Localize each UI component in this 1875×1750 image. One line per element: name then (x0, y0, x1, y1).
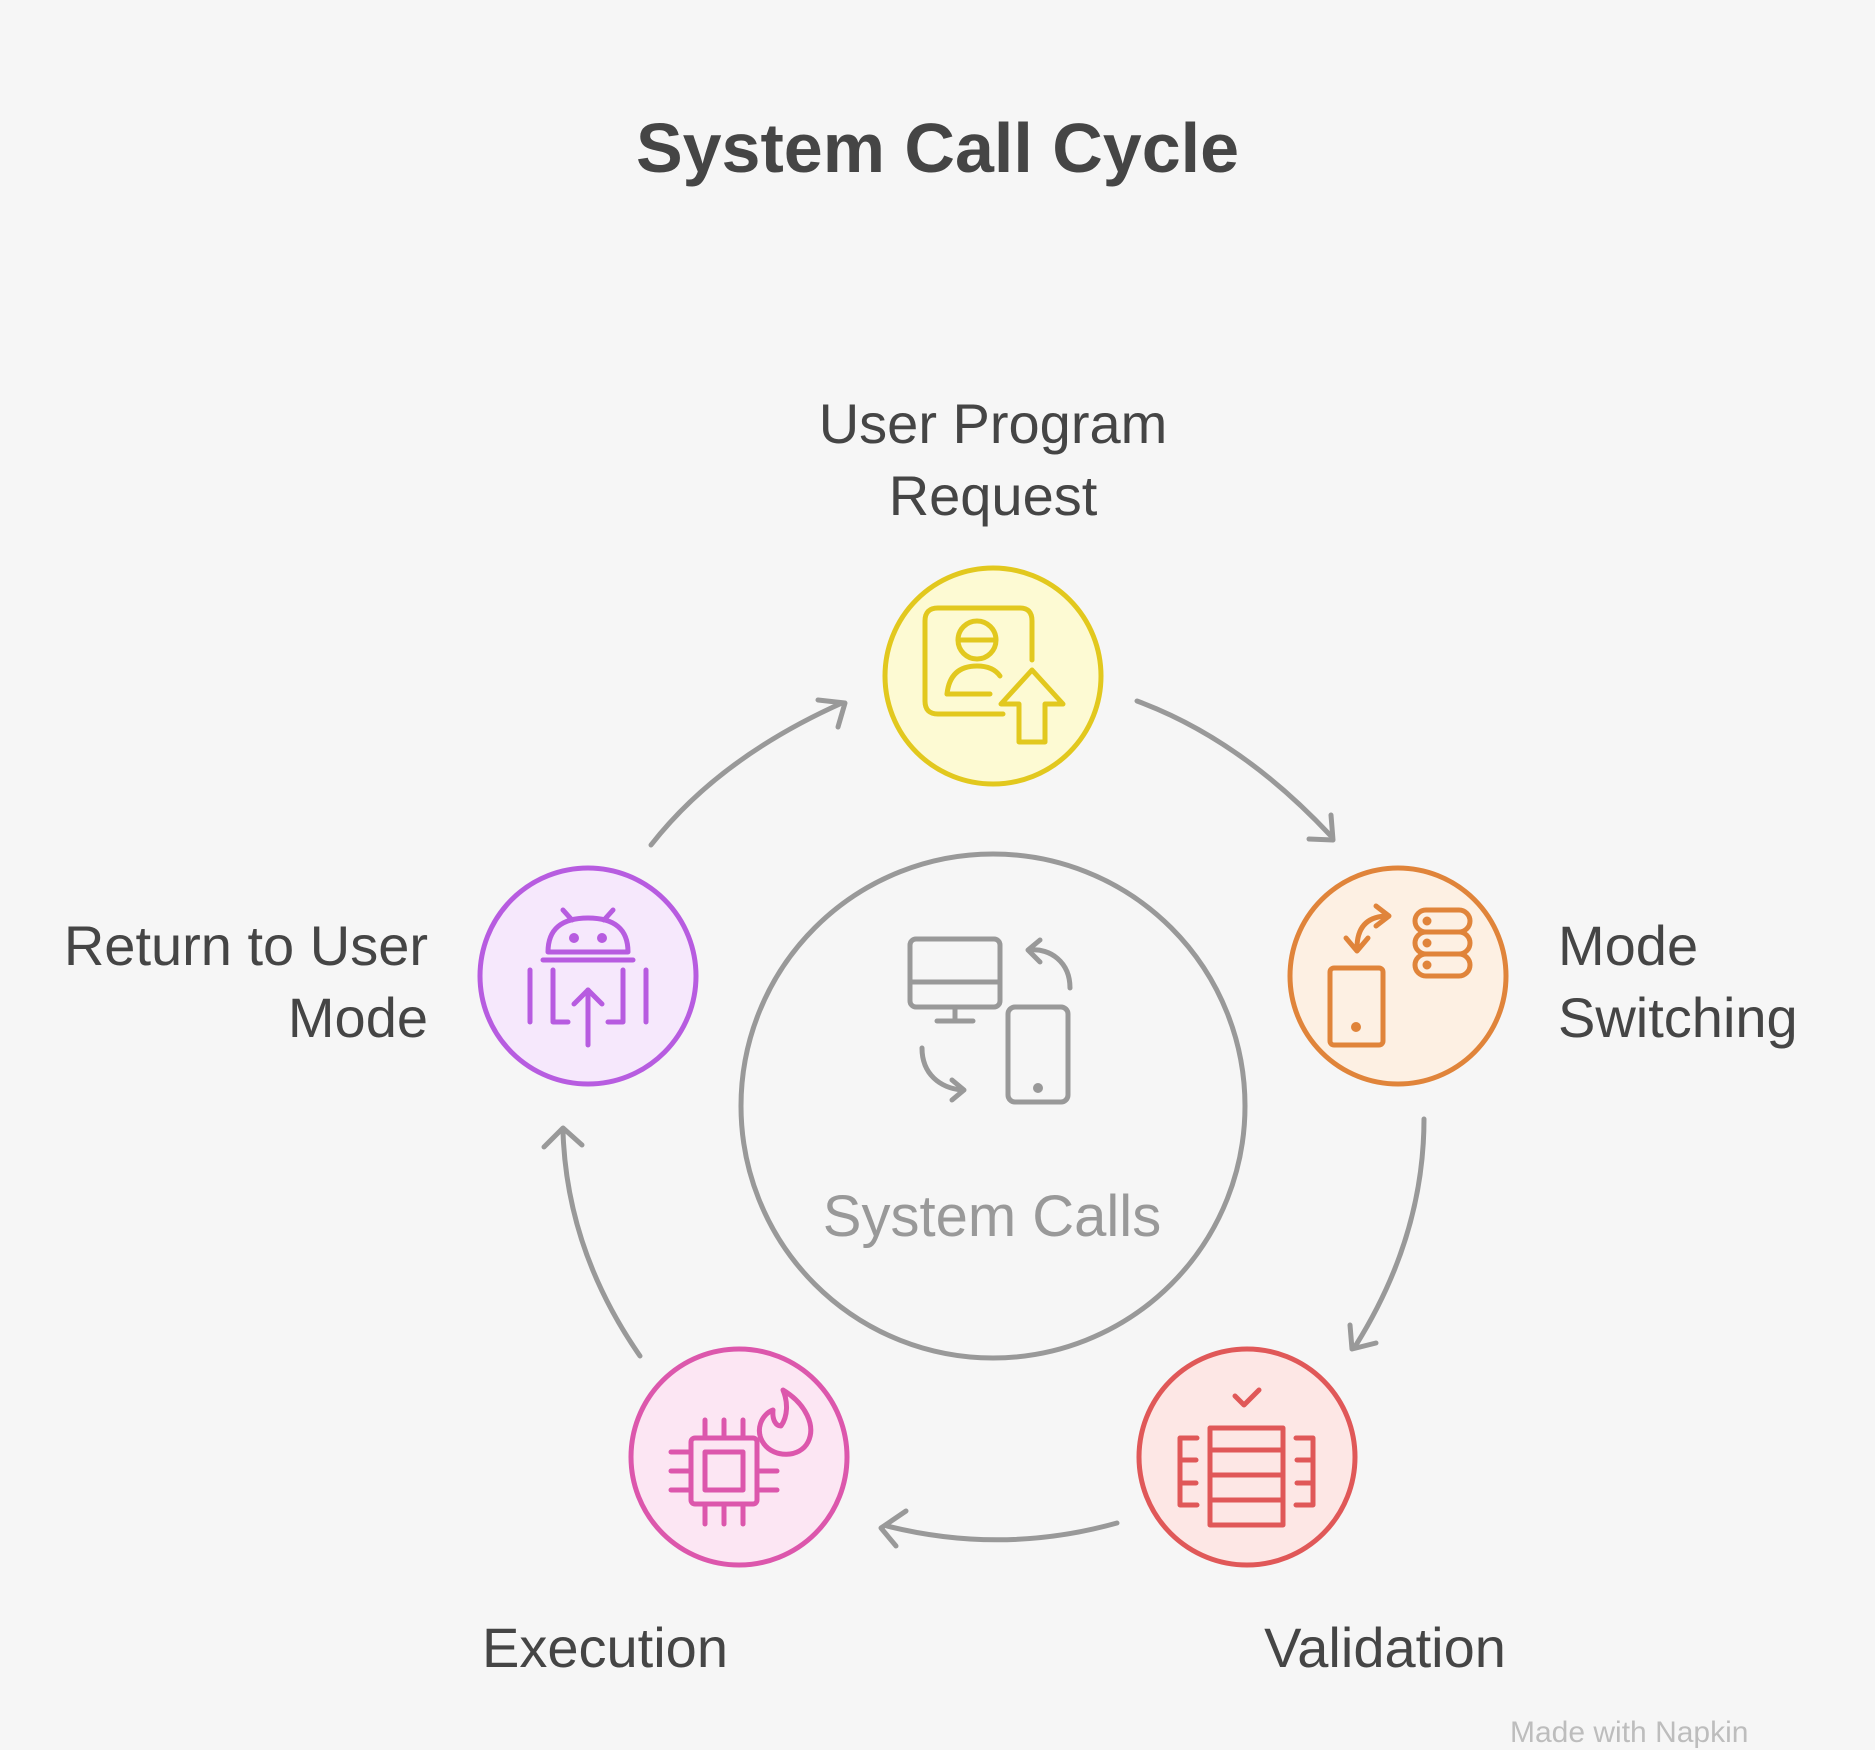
watermark: Made with Napkin (1510, 1716, 1749, 1749)
arrow-execution-to-return (541, 1125, 643, 1359)
step-mode-switching-node (1287, 865, 1509, 1087)
cpu-flame-icon (668, 1387, 814, 1527)
step-label-user-program-request: User Program Request (818, 392, 1168, 527)
android-upload-icon (527, 907, 649, 1048)
computer-phone-sync-icon (907, 936, 1073, 1105)
step-user-program-request-node (882, 565, 1104, 787)
center-label: System Calls (822, 1184, 1162, 1249)
step-label-execution: Execution (482, 1616, 728, 1679)
arrow-request-to-mode (1134, 698, 1336, 843)
server-check-icon (1177, 1387, 1316, 1528)
diagram-title: System Call Cycle (635, 109, 1240, 187)
step-return-to-user-mode-node (477, 865, 699, 1087)
arrow-validation-to-execution (878, 1508, 1120, 1549)
user-upload-icon (922, 605, 1066, 745)
step-validation-node (1136, 1346, 1358, 1568)
center-circle (738, 851, 1248, 1361)
step-execution-node (628, 1346, 850, 1568)
step-label-return-to-user-mode: Return to User Mode (63, 914, 428, 1049)
step-label-validation: Validation (1264, 1616, 1506, 1679)
arrow-return-to-request (648, 697, 848, 848)
arrow-mode-to-validation (1347, 1116, 1427, 1352)
step-label-mode-switching: Mode Switching (1558, 914, 1798, 1049)
device-database-icon (1327, 903, 1473, 1048)
